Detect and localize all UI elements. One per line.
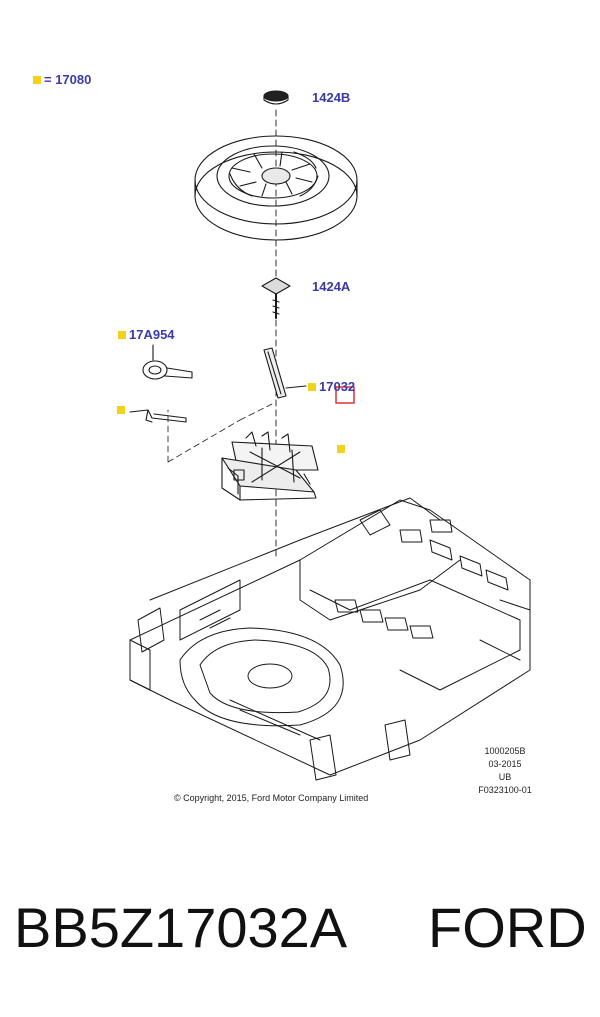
- vehicle-floor-drawing: [129, 497, 531, 781]
- marker-square-icon: [337, 445, 345, 453]
- scissor-jack-drawing: [221, 431, 319, 501]
- meta-line-3: UB: [498, 772, 512, 782]
- callout-jack-marker[interactable]: [337, 445, 345, 453]
- footer: BB5Z17032A FORD: [0, 895, 600, 985]
- meta-line-1: 1000205B: [484, 746, 526, 756]
- brand-name: FORD: [428, 896, 587, 959]
- callout-17a954-label: 17A954: [129, 327, 175, 342]
- highlight-box: [335, 386, 355, 404]
- jack-handle-drawing: [263, 347, 307, 399]
- wrench-drawing: [129, 409, 187, 423]
- callout-17032[interactable]: 17032: [308, 379, 355, 394]
- parts-diagram: [129, 90, 531, 781]
- callout-17032-label: 17032: [319, 379, 356, 394]
- part-number: BB5Z17032A: [14, 896, 348, 959]
- legend-marker: = 17080: [33, 72, 91, 87]
- marker-square-icon: [308, 382, 316, 391]
- marker-square-icon: [118, 330, 126, 339]
- tow-eye-drawing: [142, 344, 193, 380]
- wing-bolt-drawing: [261, 277, 291, 319]
- callout-1424a[interactable]: 1424A: [312, 279, 350, 294]
- illustration-meta: 1000205B 03-2015 UB F0323100-01: [470, 745, 540, 797]
- callout-wrench-marker[interactable]: [117, 406, 125, 414]
- marker-square-icon: [117, 406, 125, 414]
- meta-line-4: F0323100-01: [478, 785, 532, 795]
- callout-1424b-label: 1424B: [312, 90, 351, 105]
- legend-text: = 17080: [44, 72, 92, 87]
- legend-square-icon: [33, 75, 41, 84]
- spare-wheel-drawing: [194, 135, 358, 241]
- callout-1424b[interactable]: 1424B: [312, 90, 350, 105]
- meta-line-2: 03-2015: [488, 759, 522, 769]
- hold-down-nut-drawing: [263, 90, 289, 105]
- callout-1424a-label: 1424A: [312, 279, 351, 294]
- callout-17a954[interactable]: 17A954: [118, 327, 175, 342]
- copyright-notice: © Copyright, 2015, Ford Motor Company Li…: [174, 793, 369, 803]
